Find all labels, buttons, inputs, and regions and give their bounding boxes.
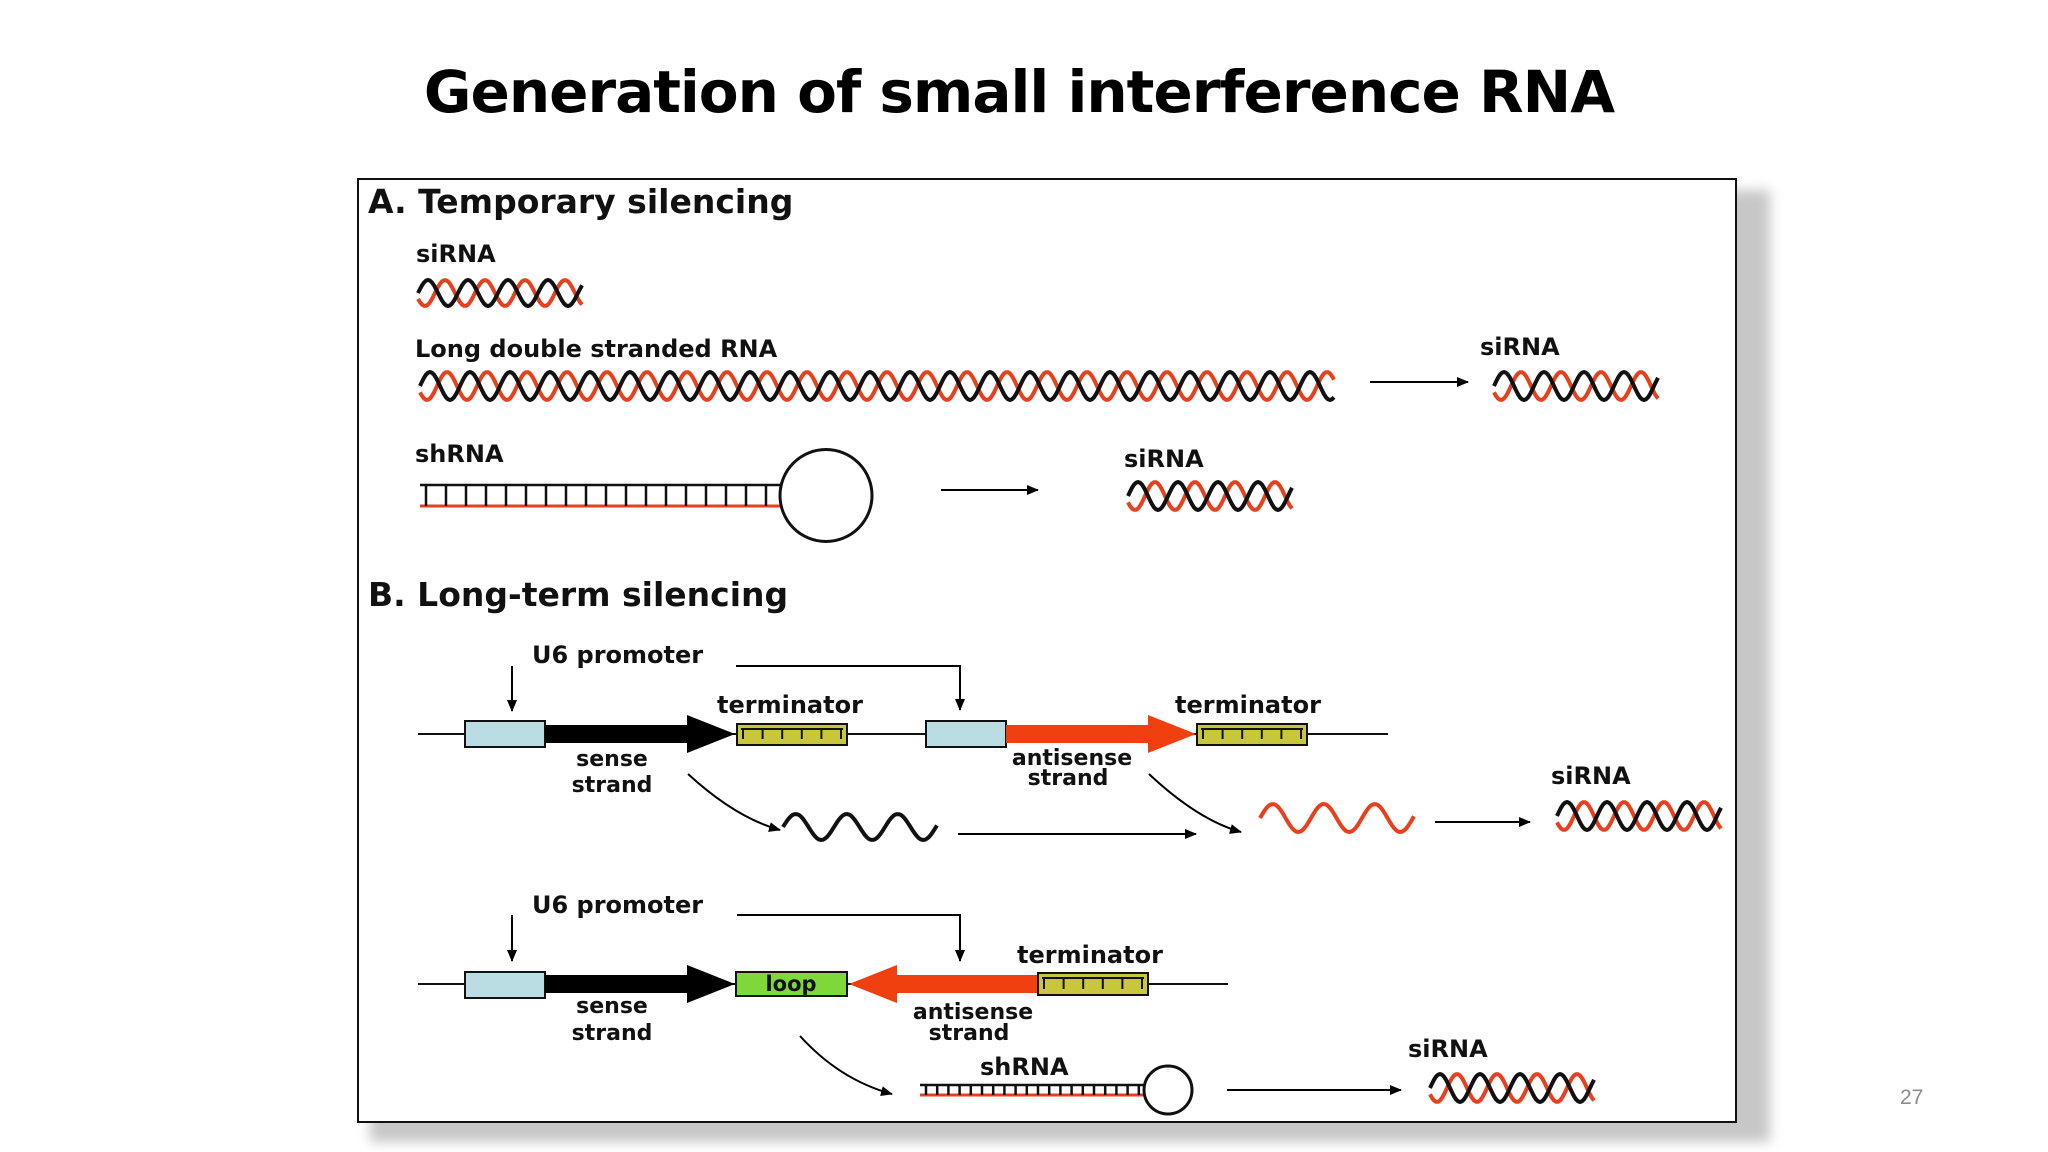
construct2-product-label: siRNA (1408, 1035, 1488, 1063)
antisense-transcript-wave-icon (1258, 801, 1416, 835)
construct2-promoter-label: U6 promoter (532, 891, 703, 919)
construct2-antisense-label-line2: strand (929, 1021, 1010, 1046)
construct2-antisense-label-line1: antisense (913, 1000, 1033, 1025)
construct1-antisense-label-line2: strand (1028, 766, 1109, 791)
construct1-terminator-1-label: terminator (717, 691, 863, 719)
red-strand (418, 370, 1336, 402)
shrna-sirna-helix-icon (1126, 479, 1294, 513)
construct1-sense-label-line1: sense (576, 747, 648, 772)
construct2-loop-box (735, 971, 848, 997)
red-strand (1492, 370, 1660, 402)
terminator-body (1196, 723, 1308, 746)
construct1-sense-arrow (545, 715, 735, 753)
construct1-product-label: siRNA (1551, 762, 1631, 790)
construct1-promoter-box-2 (925, 720, 1007, 748)
sirna-helix-icon (416, 277, 584, 309)
construct2-sense-label-line2: strand (572, 1021, 653, 1046)
construct1-promoter-box-1 (464, 720, 546, 748)
section-a-heading: A. Temporary silencing (368, 182, 793, 221)
red-strand (416, 278, 584, 308)
construct1-antisense-transcript-arrow (1148, 773, 1242, 834)
terminator-body (736, 723, 848, 746)
single-strand (781, 811, 939, 843)
construct2-promoter-connector (737, 914, 965, 962)
hairpin-loop (778, 448, 874, 543)
slide-title: Generation of small interference RNA (423, 58, 1615, 126)
black-strand (1492, 369, 1660, 403)
construct1-sirna-helix-icon (1555, 799, 1723, 833)
long-dsrna-label: Long double stranded RNA (415, 335, 778, 363)
hairpin-loop (1142, 1064, 1194, 1116)
long-dsrna-helix-icon (418, 369, 1336, 403)
black-strand (1126, 479, 1294, 513)
construct1-antisense-arrow (1006, 715, 1196, 753)
section-b-heading: B. Long-term silencing (368, 575, 788, 614)
shrna-hairpin-icon (420, 448, 874, 543)
construct2-terminator-label: terminator (1017, 941, 1163, 969)
long-dsrna-product-label: siRNA (1480, 333, 1560, 361)
section-a-sirna-label: siRNA (416, 240, 496, 268)
shrna-product-label: siRNA (1124, 445, 1204, 473)
black-strand (1428, 1071, 1596, 1105)
shrna-label: shRNA (415, 440, 504, 468)
black-strand (416, 277, 584, 309)
black-strand (418, 369, 1336, 403)
single-strand (1258, 801, 1416, 835)
black-strand (1555, 799, 1723, 833)
construct1-promoter-connector (736, 665, 965, 711)
page-number: 27 (1900, 1086, 1924, 1109)
construct2-loop-label: loop (765, 972, 816, 996)
construct2-sirna-helix-icon (1428, 1071, 1596, 1105)
construct2-shrna-hairpin-icon (920, 1064, 1194, 1116)
construct2-transcript-arrow (799, 1035, 893, 1096)
construct1-sense-transcript-arrow (687, 773, 781, 832)
red-strand (1428, 1072, 1596, 1104)
construct1-antisense-label-line1: antisense (1012, 746, 1132, 771)
construct1-terminator-2-label: terminator (1175, 691, 1321, 719)
red-strand (1126, 480, 1294, 512)
sirna-product-helix-icon (1492, 369, 1660, 403)
terminator-body (1037, 972, 1149, 996)
construct1-terminator-box-1 (736, 723, 848, 746)
construct2-promoter-box (464, 971, 546, 999)
construct2-terminator-box (1037, 972, 1149, 996)
construct2-antisense-arrow (849, 965, 1038, 1003)
red-strand (1555, 800, 1723, 832)
construct1-promoter-label: U6 promoter (532, 641, 703, 669)
figure-frame (357, 178, 1737, 1123)
construct2-sense-label-line1: sense (576, 994, 648, 1019)
construct1-sense-label-line2: strand (572, 773, 653, 798)
construct1-terminator-box-2 (1196, 723, 1308, 746)
construct2-shrna-label: shRNA (980, 1053, 1069, 1081)
sense-transcript-wave-icon (781, 811, 939, 843)
construct2-sense-arrow (545, 965, 735, 1003)
